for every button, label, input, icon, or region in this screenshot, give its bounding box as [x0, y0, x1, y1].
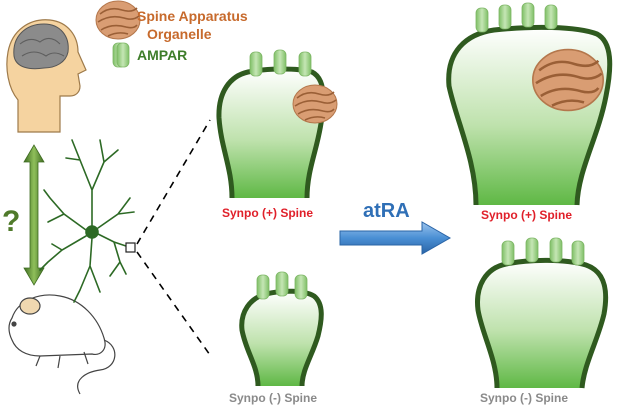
human-head-icon [6, 19, 87, 133]
spine-apparatus-left [292, 84, 338, 124]
label-synpo-pos-right: Synpo (+) Spine [481, 208, 573, 222]
ampar-legend-icon [112, 42, 130, 68]
spine-neg-left [239, 271, 324, 387]
treatment-arrow-icon [339, 221, 452, 255]
spine-pos-right [446, 2, 613, 206]
mouse-icon [8, 294, 116, 395]
zoom-line-upper [136, 119, 211, 245]
spine-apparatus-legend-icon [95, 0, 141, 40]
spine-neg-right [475, 237, 609, 389]
legend-spine-apparatus: Spine Apparatus [137, 8, 248, 24]
label-synpo-neg-right: Synpo (-) Spine [480, 391, 568, 405]
zoom-line-lower [136, 251, 211, 356]
question-mark: ? [2, 205, 21, 238]
zoom-box-icon [125, 242, 136, 253]
label-synpo-pos-left: Synpo (+) Spine [222, 206, 314, 220]
label-treatment: atRA [363, 200, 410, 222]
double-arrow-icon [23, 144, 45, 286]
brain-icon [13, 23, 69, 70]
legend-organelle: Organelle [147, 26, 212, 42]
label-synpo-neg-left: Synpo (-) Spine [229, 391, 317, 405]
neuron-icon [39, 139, 135, 303]
spine-apparatus-right [531, 48, 605, 112]
spine-pos-left [216, 49, 338, 199]
legend-ampar: AMPAR [137, 47, 188, 63]
